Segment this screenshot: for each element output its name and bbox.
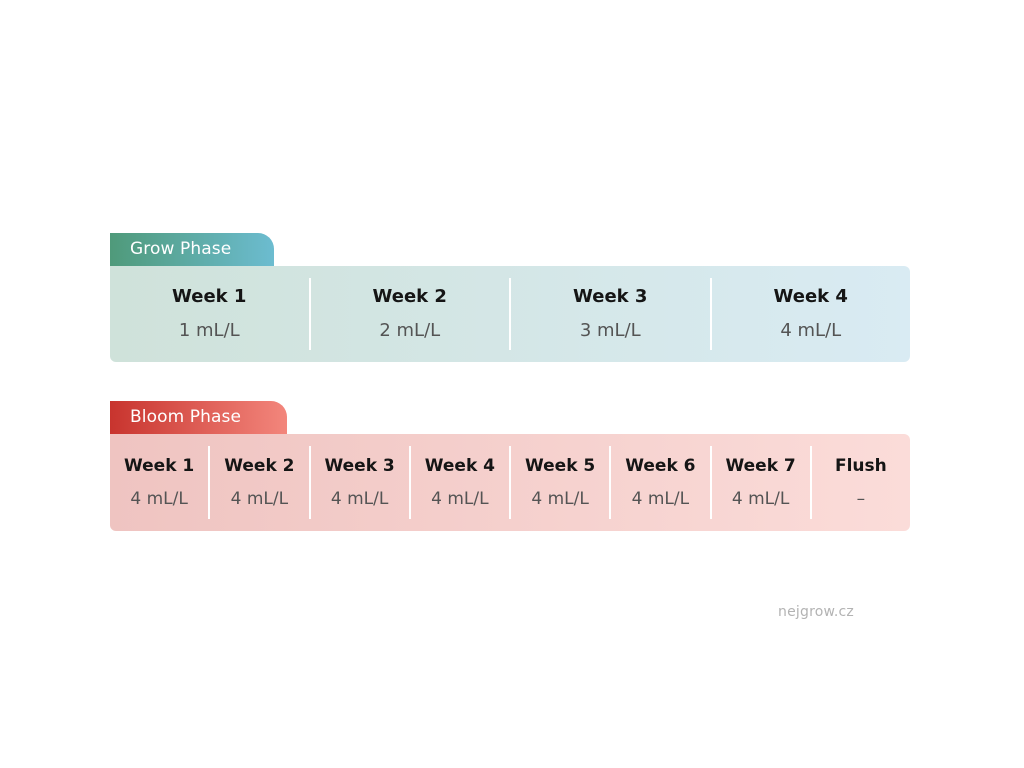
grow-week-3-dose: 3 mL/L [579, 320, 641, 341]
bloom-phase-panel: Week 1 4 mL/L Week 2 4 mL/L Week 3 4 mL/… [110, 434, 910, 531]
grow-week-1-dose: 1 mL/L [178, 320, 240, 341]
grow-week-3-cell: Week 3 3 mL/L [509, 278, 710, 350]
bloom-week-5-label: Week 5 [524, 456, 596, 476]
grow-week-2-dose: 2 mL/L [379, 320, 441, 341]
watermark: nejgrow.cz [778, 604, 854, 620]
grow-week-4-label: Week 4 [773, 286, 848, 307]
grow-week-4-dose: 4 mL/L [780, 320, 842, 341]
grow-week-2-cell: Week 2 2 mL/L [308, 278, 510, 350]
bloom-week-4-label: Week 4 [424, 456, 495, 476]
bloom-week-7-cell: Week 7 4 mL/L [709, 446, 810, 519]
grow-phase-title: Grow Phase [110, 233, 274, 266]
grow-week-1-label: Week 1 [172, 286, 247, 307]
bloom-week-4-cell: Week 4 4 mL/L [408, 446, 509, 519]
bloom-week-6-dose: 4 mL/L [631, 489, 690, 509]
grow-week-1-cell: Week 1 1 mL/L [110, 278, 309, 350]
bloom-flush-dose: – [856, 489, 866, 509]
bloom-week-1-label: Week 1 [123, 456, 195, 476]
bloom-week-6-cell: Week 6 4 mL/L [609, 446, 709, 519]
bloom-week-7-label: Week 7 [725, 456, 796, 476]
bloom-week-7-dose: 4 mL/L [731, 489, 790, 509]
bloom-week-3-cell: Week 3 4 mL/L [308, 446, 409, 519]
grow-week-3-label: Week 3 [573, 286, 648, 307]
bloom-flush-label: Flush [834, 456, 887, 476]
bloom-phase-title: Bloom Phase [110, 401, 287, 434]
grow-phase-panel: Week 1 1 mL/L Week 2 2 mL/L Week 3 3 mL/… [110, 266, 910, 362]
bloom-week-3-dose: 4 mL/L [330, 489, 389, 509]
grow-week-2-label: Week 2 [372, 286, 447, 307]
bloom-week-1-dose: 4 mL/L [130, 489, 188, 509]
bloom-phase-section: Bloom Phase Week 1 4 mL/L Week 2 4 mL/L … [110, 401, 910, 531]
bloom-week-1-cell: Week 1 4 mL/L [110, 446, 208, 519]
bloom-week-5-dose: 4 mL/L [531, 489, 589, 509]
bloom-week-6-label: Week 6 [625, 456, 696, 476]
grow-phase-section: Grow Phase Week 1 1 mL/L Week 2 2 mL/L W… [110, 233, 910, 362]
bloom-week-2-label: Week 2 [224, 456, 295, 476]
bloom-week-2-cell: Week 2 4 mL/L [208, 446, 308, 519]
bloom-week-3-label: Week 3 [324, 456, 395, 476]
grow-week-4-cell: Week 4 4 mL/L [709, 278, 911, 350]
bloom-week-2-dose: 4 mL/L [230, 489, 289, 509]
bloom-week-4-dose: 4 mL/L [431, 489, 489, 509]
bloom-flush-cell: Flush – [809, 446, 910, 519]
bloom-week-5-cell: Week 5 4 mL/L [509, 446, 609, 519]
